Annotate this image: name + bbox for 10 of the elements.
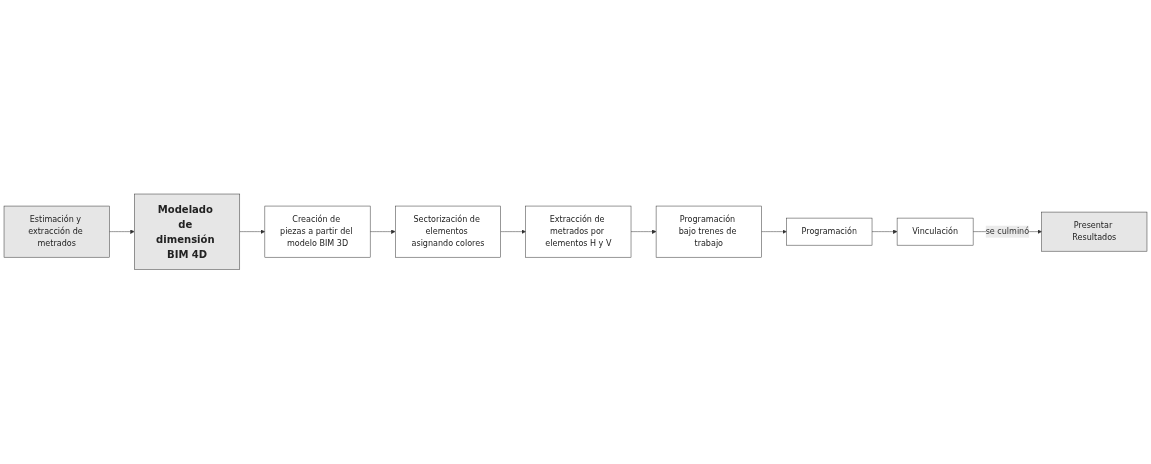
node-box: Modelado de dimensión BIM 4D	[134, 194, 240, 270]
node-box: Sectorización de elementos asignando colores	[395, 206, 501, 258]
node-box: Extracción de metrados por elementos H y V	[525, 206, 632, 258]
node-box: Vinculación	[896, 218, 974, 246]
node-box: Presentar Resultados	[1041, 212, 1148, 252]
node-box: Programación bajo trenes de trabajo	[655, 206, 762, 258]
edge-label: se culminó	[985, 226, 1030, 237]
node-box: Creación de piezas a partir del modelo BIM 3D	[264, 206, 371, 258]
node-box: Estimación y extracción de metrados	[3, 206, 110, 258]
node-box: Programación	[786, 218, 873, 246]
